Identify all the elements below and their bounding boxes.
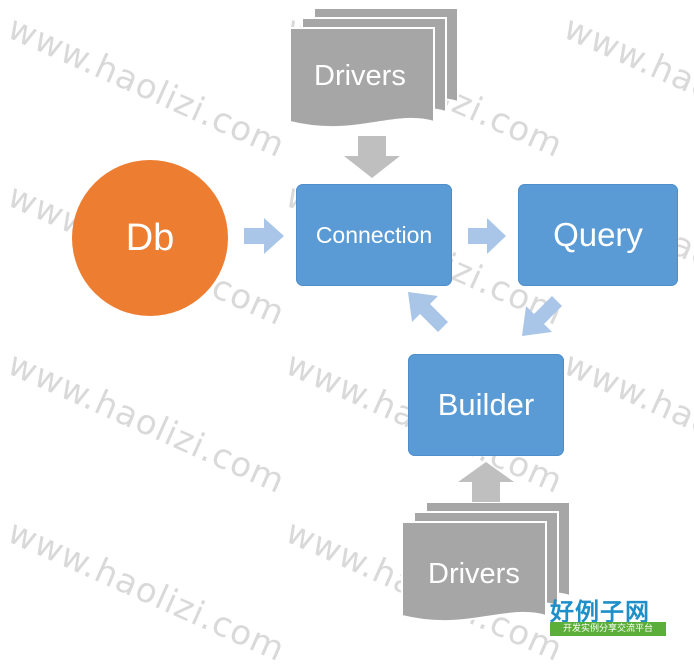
builder-node: Builder xyxy=(408,354,564,456)
drivers-top-document: Drivers xyxy=(288,6,463,134)
drivers-bottom-document: Drivers xyxy=(400,500,575,628)
logo-title: 好例子网 xyxy=(550,597,650,626)
site-logo: 好例子网 开发实例分享交流平台 xyxy=(550,592,668,636)
arrow-down-icon xyxy=(344,136,400,178)
arrow-down-left-icon xyxy=(522,296,562,336)
watermark-9: www.haolizi.com xyxy=(557,344,694,503)
drivers-bottom-label: Drivers xyxy=(428,558,520,590)
db-label: Db xyxy=(125,216,175,259)
drivers-top-label: Drivers xyxy=(314,60,406,92)
builder-label: Builder xyxy=(437,387,535,422)
db-node: Db xyxy=(72,160,228,316)
connection-label: Connection xyxy=(315,221,433,248)
arrow-right-icon xyxy=(244,218,284,254)
watermark-7: www.haolizi.com xyxy=(1,344,292,503)
arrow-up-left-icon xyxy=(408,292,448,332)
connection-node: Connection xyxy=(296,184,452,286)
watermark-3: www.haolizi.com xyxy=(557,8,694,167)
logo-subtitle: 开发实例分享交流平台 xyxy=(550,622,666,636)
watermark-10: www.haolizi.com xyxy=(1,512,292,670)
query-label: Query xyxy=(553,216,643,253)
document-stack-icon xyxy=(289,7,459,129)
query-node: Query xyxy=(518,184,678,286)
arrow-up-icon xyxy=(458,462,514,502)
arrow-right-icon xyxy=(468,218,506,254)
watermark-1: www.haolizi.com xyxy=(1,8,292,167)
document-stack-icon xyxy=(401,501,571,623)
